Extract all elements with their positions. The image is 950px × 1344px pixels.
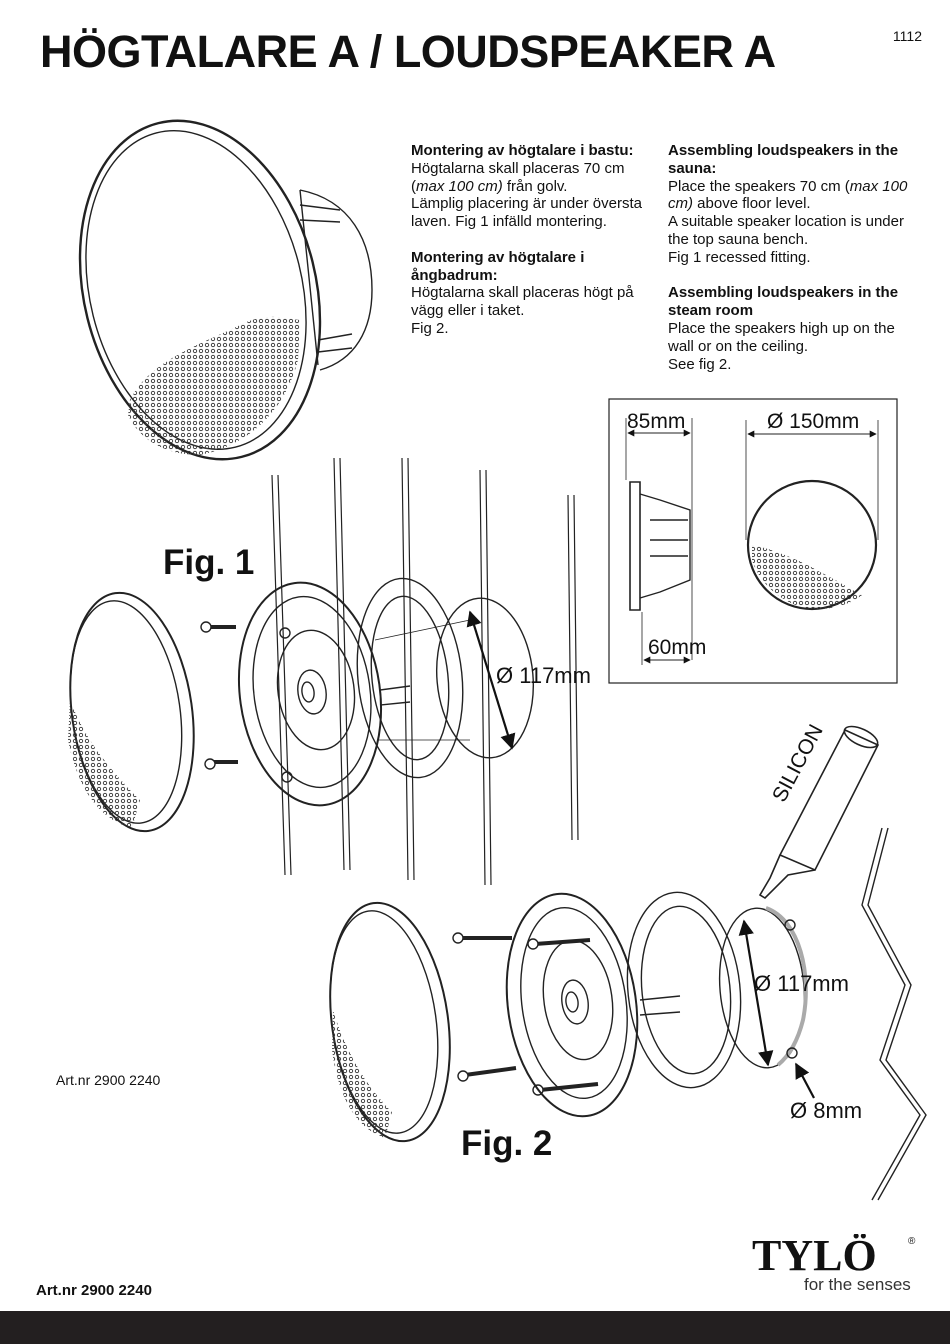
- en-sauna-text-a: Place the speakers 70 cm (: [668, 177, 850, 195]
- steam-wall-edge: [861, 827, 921, 1201]
- sv-steam-section: Montering av högtalare i ångbadrum: Högt…: [411, 249, 651, 338]
- fig2-exploded-view: [329, 891, 815, 1143]
- en-steam-text: Place the speakers high up on the wall o…: [668, 319, 895, 373]
- sv-sauna-text-italic: max 100 cm): [416, 177, 503, 195]
- sv-sauna-heading: Montering av högtalare i bastu:: [411, 142, 634, 159]
- tylo-logo: TYLÖ ®: [752, 1234, 916, 1280]
- page-title: HÖGTALARE A / LOUDSPEAKER A: [40, 26, 776, 77]
- article-number-inline: Art.nr 2900 2240: [56, 1072, 161, 1088]
- en-sauna-text-italic: max 100 cm): [668, 177, 908, 213]
- en-sauna-heading: Assembling loudspeakers in the sauna:: [668, 142, 899, 177]
- brand-tagline: for the senses: [804, 1275, 911, 1294]
- fig1-label: Fig. 1: [163, 543, 255, 582]
- footer-band: [0, 1311, 950, 1344]
- sv-sauna-text: Högtalarna skall placeras 70 cm (max 100…: [411, 160, 651, 231]
- fig2-diameter-label: Ø 117mm: [754, 971, 849, 996]
- english-instructions: Assembling loudspeakers in the sauna: Pl…: [668, 142, 908, 391]
- sv-sauna-section: Montering av högtalare i bastu: Högtalar…: [411, 142, 651, 231]
- en-sauna-section: Assembling loudspeakers in the sauna: Pl…: [668, 142, 908, 267]
- brand-wordmark: TYLÖ: [752, 1234, 877, 1280]
- sv-sauna-text-a: Högtalarna skall placeras 70 cm (: [411, 159, 625, 195]
- sv-steam-heading: Montering av högtalare i ångbadrum:: [411, 248, 585, 284]
- silicon-tube: [758, 725, 880, 900]
- sv-steam-text: Högtalarna skall placeras högt på vägg e…: [411, 284, 634, 337]
- en-steam-heading: Assembling loudspeakers in the steam roo…: [668, 284, 899, 320]
- speaker-perspective-drawing: [78, 119, 373, 461]
- registered-mark: ®: [908, 1236, 916, 1247]
- dimensions-box: [608, 398, 898, 684]
- en-sauna-text-b: above floor level. A suitable speaker lo…: [668, 195, 904, 266]
- fig2-drill-diameter-label: Ø 8mm: [790, 1098, 863, 1123]
- article-number-footer: Art.nr 2900 2240: [36, 1282, 152, 1299]
- depth-total-label: 85mm: [627, 410, 686, 433]
- depth-inset-label: 60mm: [648, 636, 707, 659]
- page-number: 1112: [892, 28, 922, 44]
- fig2-label: Fig. 2: [461, 1124, 553, 1163]
- fig1-diameter-label: Ø 117mm: [496, 663, 591, 688]
- en-sauna-text: Place the speakers 70 cm (max 100 cm) ab…: [668, 178, 908, 267]
- en-steam-section: Assembling loudspeakers in the steam roo…: [668, 284, 908, 373]
- sv-sauna-text-b: från golv. Lämplig placering är under öv…: [411, 177, 642, 231]
- diameter-label: Ø 150mm: [767, 410, 860, 433]
- swedish-instructions: Montering av högtalare i bastu: Högtalar…: [411, 142, 651, 356]
- fig1-exploded-view: [68, 577, 535, 833]
